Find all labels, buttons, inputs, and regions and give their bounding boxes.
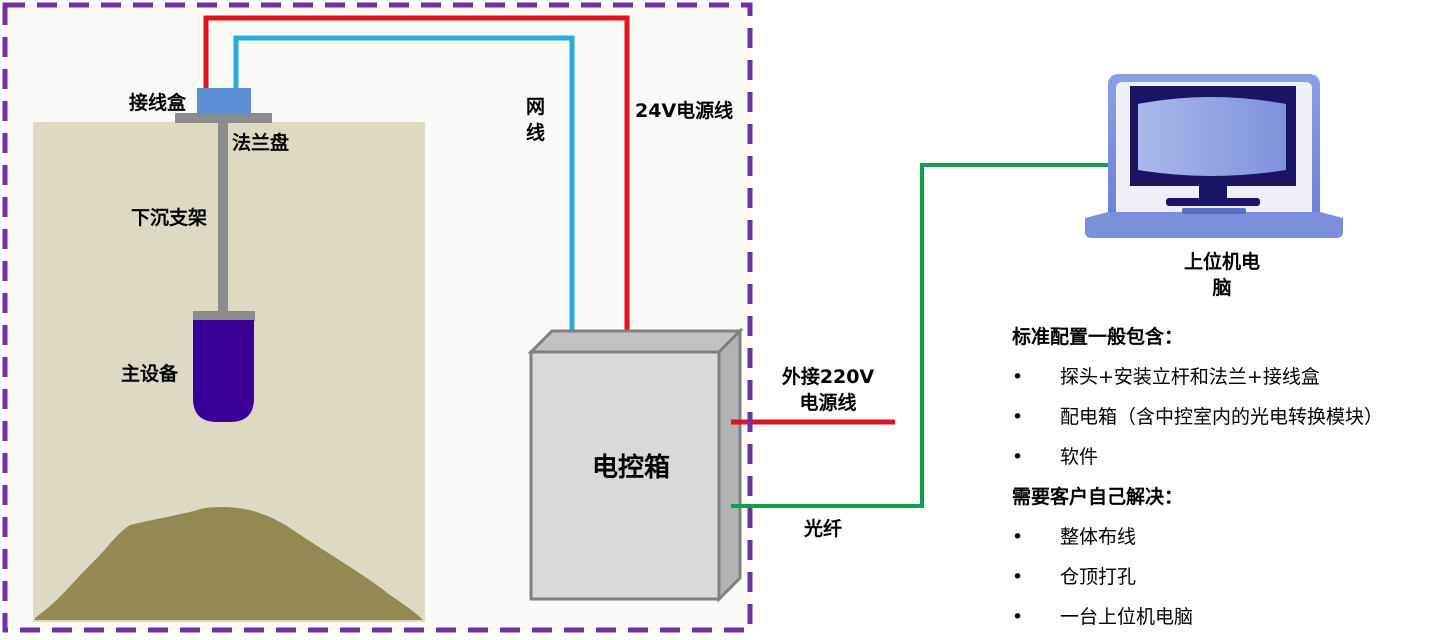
info-panel: 标准配置一般包含： • 探头+安装立杆和法兰+接线盒 • 配电箱（含中控室内的光电转… [1012, 320, 1431, 640]
list-item-text: 配电箱（含中控室内的光电转换模块） [1060, 406, 1384, 428]
list-item-text: 仓顶打孔 [1060, 566, 1137, 588]
list-item: • 软件 [1012, 440, 1431, 480]
list-item-text: 一台上位机电脑 [1060, 606, 1194, 628]
site-boundary [2, 2, 753, 633]
list-item: • 整体布线 [1012, 520, 1431, 560]
main-device-cap [193, 311, 255, 321]
network-cable-label-1: 网 [526, 96, 546, 118]
bullet: • [1012, 606, 1024, 628]
external-power-label-2: 电源线 [799, 392, 857, 414]
main-device [193, 320, 254, 422]
host-pc-icon [1085, 74, 1343, 238]
bracket-label: 下沉支架 [131, 207, 208, 229]
host-pc-label-2: 脑 [1212, 277, 1232, 299]
junction-box [197, 88, 251, 114]
junction-box-label: 接线盒 [129, 92, 187, 114]
control-box-side [717, 327, 742, 603]
flange-plate [175, 113, 272, 123]
list-item: • 配电箱（含中控室内的光电转换模块） [1012, 400, 1431, 440]
list-item-text: 整体布线 [1060, 526, 1137, 548]
main-device-label: 主设备 [121, 363, 179, 385]
bullet: • [1012, 446, 1024, 468]
standard-config-heading: 标准配置一般包含： [1012, 326, 1184, 348]
bullet: • [1012, 526, 1024, 548]
host-pc-label-1: 上位机电 [1183, 251, 1260, 273]
power-24v-wire [203, 15, 630, 340]
network-wire [233, 35, 575, 340]
network-cable-label-2: 线 [526, 122, 546, 144]
bullet: • [1012, 566, 1024, 588]
bullet: • [1012, 366, 1024, 388]
customer-tasks-heading: 需要客户自己解决： [1012, 486, 1184, 508]
list-item: • 探头+安装立杆和法兰+接线盒 [1012, 360, 1431, 400]
material-pile [35, 506, 423, 620]
list-item: • 仓顶打孔 [1012, 560, 1431, 600]
control-box-label: 电控箱 [592, 453, 671, 483]
control-box-top [527, 329, 744, 354]
list-item: • 一台上位机电脑 [1012, 600, 1431, 640]
sink-bracket-rod [218, 120, 228, 316]
list-item-text: 探头+安装立杆和法兰+接线盒 [1060, 366, 1320, 388]
external-power-label-1: 外接220V [781, 366, 875, 388]
flange-label: 法兰盘 [232, 132, 290, 154]
bullet: • [1012, 406, 1024, 428]
fiber-label: 光纤 [804, 518, 843, 540]
fiber-wire [731, 163, 1108, 508]
power-24v-label: 24V电源线 [635, 100, 734, 122]
list-item-text: 软件 [1060, 446, 1099, 468]
control-box-front [529, 350, 721, 601]
